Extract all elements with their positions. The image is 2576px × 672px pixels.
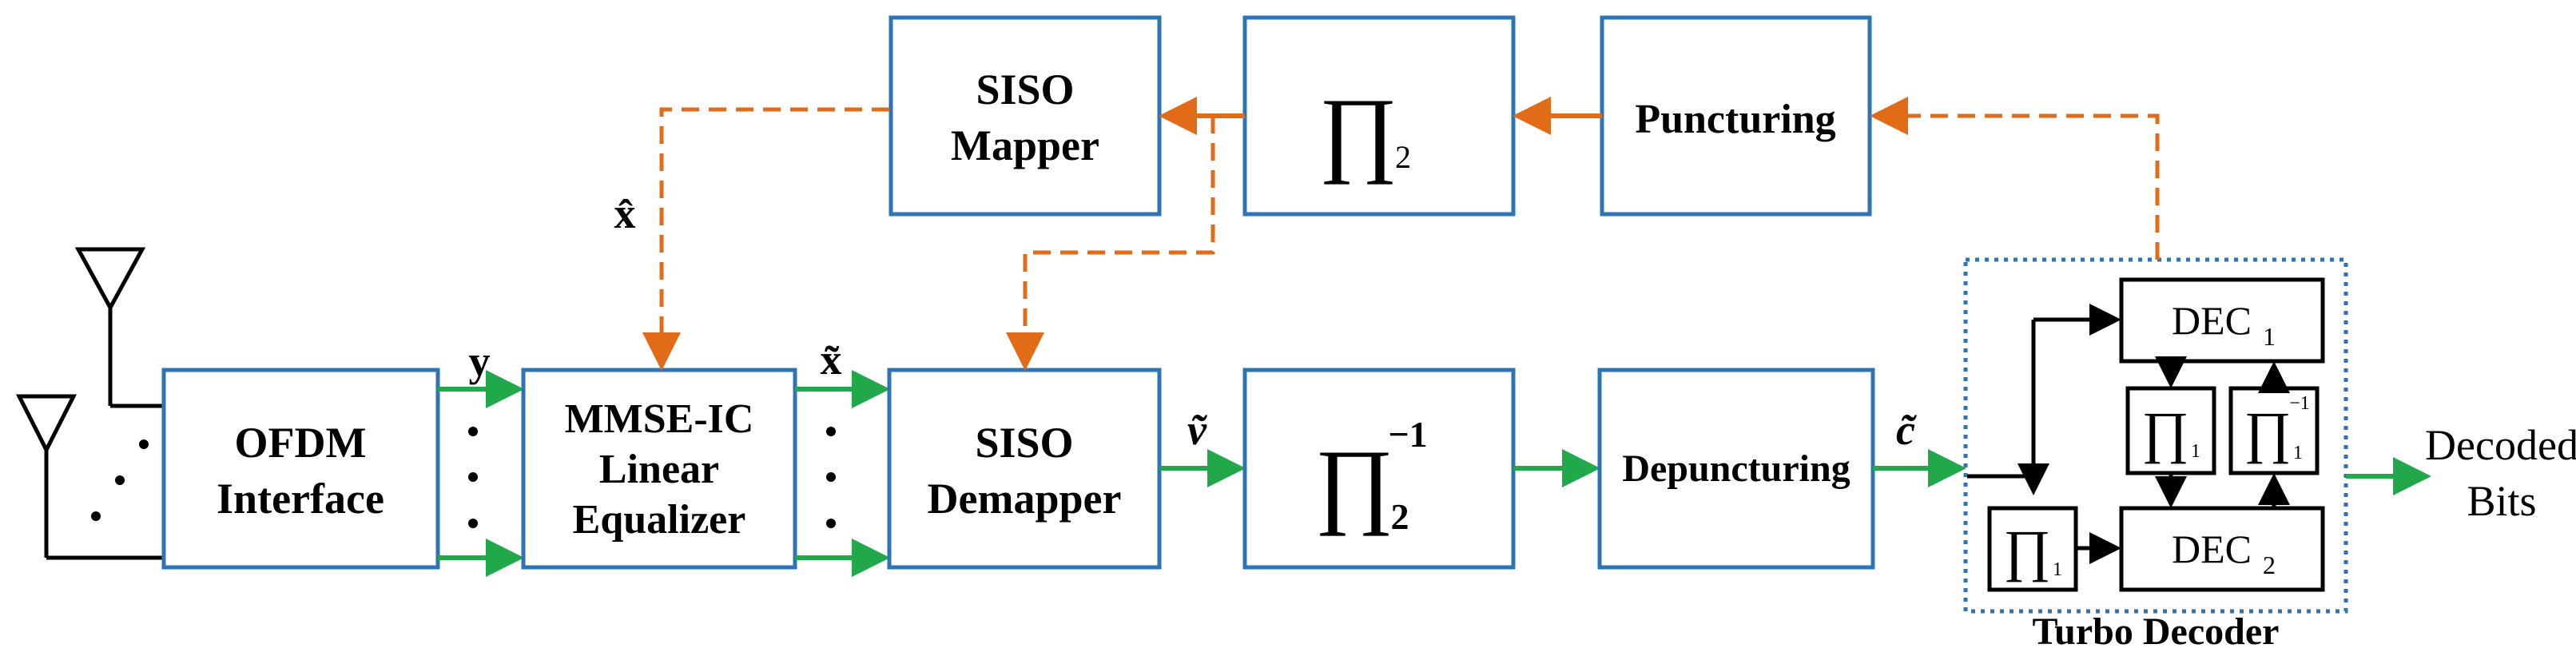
ofdm-label-line1: OFDM <box>235 419 367 467</box>
deinterleaver-pi2-inverse-block: ∏ −1 2 <box>1242 368 1516 570</box>
decoded-bits-label-line2: Bits <box>2467 477 2536 525</box>
feedback-to-demapper <box>1023 116 1215 345</box>
mapper-label-line2: Mapper <box>951 121 1099 169</box>
pi-superscript: −1 <box>1388 414 1427 455</box>
antenna-icon <box>74 247 164 408</box>
dec1-label: DEC <box>2172 298 2252 343</box>
pi-symbol: ∏ <box>2141 400 2188 464</box>
antenna-dot <box>91 511 101 521</box>
parallel-dot <box>826 472 836 482</box>
signal-x-hat-label: x̂ <box>614 189 636 237</box>
siso-mapper-block: SISO Mapper <box>888 15 1162 217</box>
deinterleaver-pi1-inverse-block: ∏ −1 1 <box>2228 386 2320 475</box>
antenna-icon <box>15 394 164 560</box>
pi-symbol: ∏ <box>2244 400 2291 464</box>
pi-symbol: ∏ <box>1315 430 1394 536</box>
pi-subscript: 1 <box>2053 559 2062 580</box>
turbo-decoder-label: Turbo Decoder <box>2033 610 2280 653</box>
interleaver-pi1-input-block: ∏ 1 <box>1987 506 2078 592</box>
antenna-dot <box>139 439 149 449</box>
feedback-mapper-to-mmse <box>659 107 889 345</box>
signal-c-tilde-label: c̃ <box>1896 406 1917 454</box>
mmse-ic-equalizer-block: MMSE-IC Linear Equalizer <box>521 368 797 570</box>
pi-symbol: ∏ <box>1319 78 1398 185</box>
signal-x-tilde-label: x̃ <box>821 336 842 384</box>
dec1-subscript: 1 <box>2263 322 2276 351</box>
dec2-block: DEC 2 <box>2119 506 2325 592</box>
turbo-decoder-container <box>1963 257 2348 614</box>
feedback-turbo-to-puncturing <box>1886 113 2160 260</box>
dec1-block: DEC 1 <box>2119 277 2325 364</box>
parallel-dot <box>826 427 836 436</box>
pi-subscript: 1 <box>2191 441 2200 462</box>
dec2-subscript: 2 <box>2263 551 2276 579</box>
demapper-label-line1: SISO <box>975 419 1073 467</box>
interleaver-pi2-block: ∏ 2 <box>1242 15 1516 217</box>
parallel-dot <box>468 472 478 482</box>
parallel-dot <box>468 427 478 436</box>
siso-demapper-block: SISO Demapper <box>887 368 1162 570</box>
interleaver-pi1-block: ∏ 1 <box>2125 386 2216 475</box>
mmse-label-line1: MMSE-IC <box>565 396 754 442</box>
parallel-dot <box>826 519 836 528</box>
ofdm-label-line2: Interface <box>217 475 384 523</box>
puncturing-label: Puncturing <box>1635 97 1835 142</box>
pi-symbol: ∏ <box>2003 519 2050 583</box>
dec2-label: DEC <box>2172 527 2252 571</box>
mapper-label-line1: SISO <box>976 66 1074 113</box>
pi-superscript: −1 <box>2289 393 2310 414</box>
pi-subscript: 2 <box>1391 496 1409 537</box>
mmse-label-line3: Equalizer <box>573 497 746 543</box>
signal-v-tilde-label: ṽ <box>1187 406 1207 454</box>
pi-subscript: 1 <box>2293 443 2303 463</box>
mmse-label-line2: Linear <box>599 447 719 492</box>
decoded-bits-label-line1: Decoded <box>2425 421 2576 469</box>
antenna-dot <box>115 475 125 485</box>
puncturing-block: Puncturing <box>1600 15 1872 217</box>
depuncturing-label: Depuncturing <box>1622 447 1850 490</box>
demapper-label-line2: Demapper <box>928 475 1122 523</box>
ofdm-interface-block: OFDM Interface <box>161 368 440 570</box>
depuncturing-block: Depuncturing <box>1597 368 1875 570</box>
parallel-dot <box>468 519 478 528</box>
signal-y-label: y <box>469 337 491 385</box>
pi-subscript: 2 <box>1395 139 1411 175</box>
